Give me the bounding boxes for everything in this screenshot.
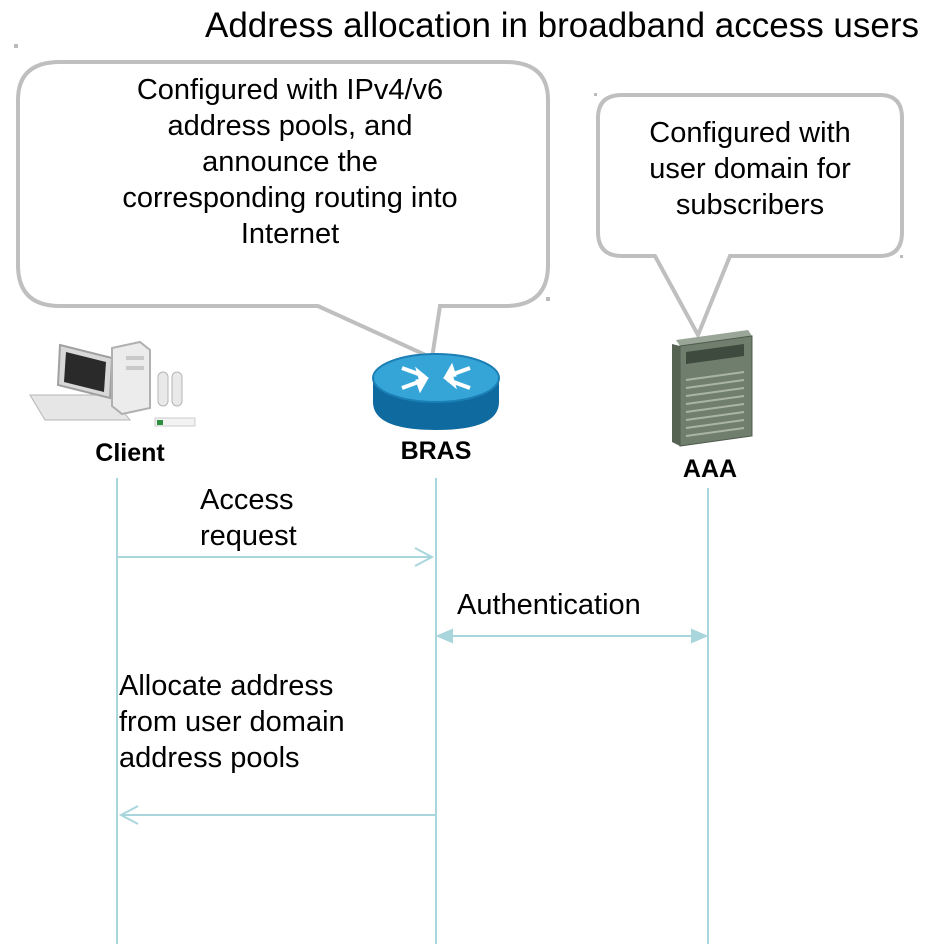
message-line: address pools [119,742,300,774]
callout-line: Internet [240,218,340,250]
aaa-label: AAA [682,455,738,483]
computer-icon [29,340,196,427]
decor-dot [900,255,903,258]
authentication-label: Authentication [457,589,641,621]
message-line: request [200,520,297,552]
allocate-arrow [118,805,436,825]
server-icon [672,330,753,447]
callout-line: corresponding routing into [122,182,458,214]
message-line: from user domain [119,706,345,738]
callout-line: Configured with IPv4/v6 [136,74,444,106]
authentication-arrow [435,628,709,644]
allocate-label: Allocate address from user domain addres… [119,668,345,776]
router-icon [372,353,500,430]
decor-dot [546,297,550,301]
client-label: Client [95,439,165,467]
callout-line: Configured with [649,117,851,149]
decor-dot [594,93,597,96]
decor-dot [14,44,18,48]
access-request-arrow [117,547,435,567]
callout-line: address pools, and [167,110,413,142]
callout-line: user domain for [649,153,851,185]
aaa-callout-text: Configured with user domain for subscrib… [600,115,900,223]
callout-line: subscribers [675,189,825,221]
message-line: Access [200,484,294,516]
callout-line: announce the [202,146,378,178]
access-request-label: Access request [200,482,297,554]
aaa-callout-bubble [596,93,904,340]
bras-callout-text: Configured with IPv4/v6 address pools, a… [40,72,540,252]
diagram-title: Address allocation in broadband access u… [204,6,919,45]
bras-callout-bubble [16,60,550,361]
message-line: Allocate address [119,670,334,702]
bras-label: BRAS [400,437,472,465]
